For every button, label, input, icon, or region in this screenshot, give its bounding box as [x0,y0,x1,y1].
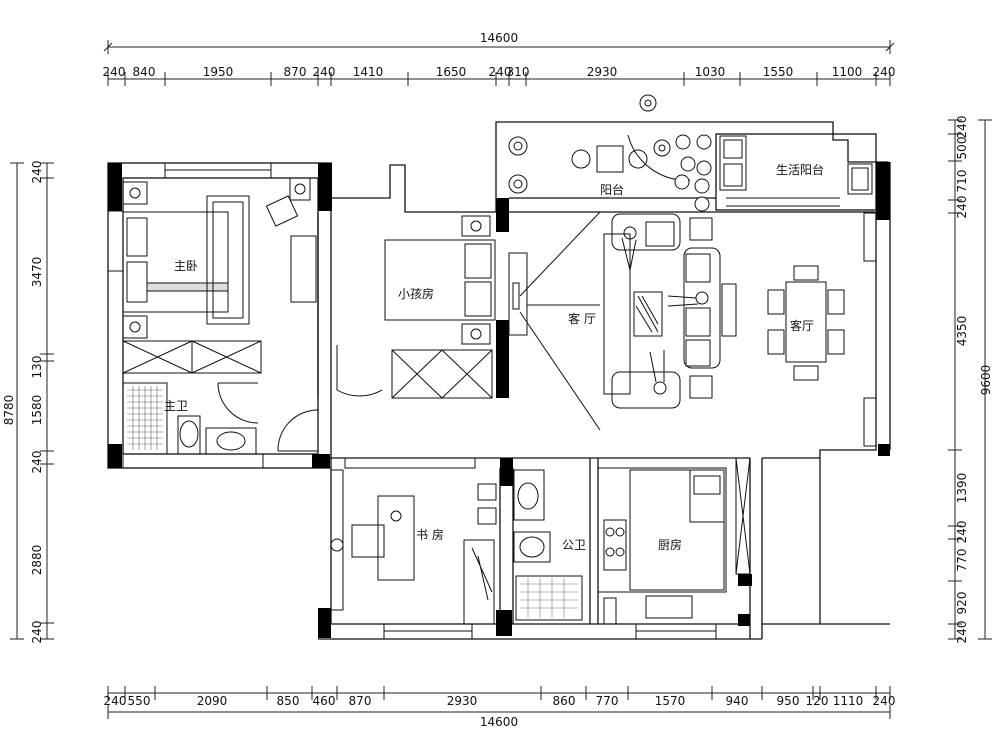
right-dim-label: 770 [955,549,969,572]
top-dimension-labels: 240 840 1950 870 240 1410 1650 240 310 2… [103,65,896,79]
room-label-kitchen: 厨房 [658,537,682,552]
bottom-dim-label: 240 [104,694,127,708]
left-dim-label: 2880 [30,545,44,576]
top-total-label: 14600 [480,31,518,45]
master-desk-chair [265,195,317,303]
bottom-dim-label: 860 [553,694,576,708]
bottom-dim-label: 1570 [655,694,686,708]
right-dim-label: 240 [955,196,969,219]
study-furniture [330,495,495,625]
room-label-master-bedroom: 主卧 [174,259,198,273]
bottom-dim-label: 2930 [447,694,478,708]
room-label-master-bath: 主卫 [164,399,188,413]
bottom-dim-label: 240 [873,694,896,708]
right-dim-label: 240 [955,621,969,644]
top-dim-label: 240 [313,65,336,79]
master-bath-fixtures [122,382,257,455]
bottom-dim-label: 1110 [833,694,864,708]
child-bed [384,215,496,345]
bottom-dim-label: 550 [128,694,151,708]
right-total-label: 9600 [979,365,993,396]
right-dim-label: 710 [955,170,969,193]
room-labels: 主卧 主卫 小孩房 阳台 生活阳台 客 厅 客厅 书 房 公卫 厨房 [164,162,824,552]
right-dim-label: 240 [955,116,969,139]
top-dim-label: 240 [873,65,896,79]
top-dim-label: 240 [103,65,126,79]
top-dim-label: 1550 [763,65,794,79]
child-wardrobe [391,349,493,399]
master-wardrobe [122,340,262,374]
bottom-dimension-labels: 240 550 2090 850 460 870 2930 860 770 15… [104,694,896,708]
top-dim-label: 1410 [353,65,384,79]
room-label-study: 书 房 [416,527,444,542]
public-bath-fixtures [477,469,583,621]
top-dim-label: 1100 [832,65,863,79]
room-label-child-room: 小孩房 [398,286,434,301]
left-dim-label: 240 [30,621,44,644]
kitchen-fixtures [597,457,751,625]
right-dim-label: 500 [955,137,969,160]
bottom-dim-label: 940 [726,694,749,708]
top-dim-label: 2930 [587,65,618,79]
top-dim-label: 240 [489,65,512,79]
right-dim-label: 920 [955,592,969,615]
top-dim-label: 1650 [436,65,467,79]
room-label-living-right: 客厅 [790,318,814,333]
bottom-total-label: 14600 [480,715,518,729]
room-label-living-left: 客 厅 [568,311,596,326]
structural-columns [108,162,890,638]
balcony-table-set [571,145,648,173]
right-dimension-labels: 240 500 710 240 4350 1390 240 770 920 24… [955,116,993,644]
room-label-balcony: 阳台 [600,182,624,197]
utility-fixtures [719,135,873,195]
bottom-dim-label: 120 [806,694,829,708]
left-dim-label: 1580 [30,395,44,426]
room-label-public-bath: 公卫 [562,538,586,552]
top-dim-label: 1030 [695,65,726,79]
left-dim-label: 240 [30,161,44,184]
bottom-dim-label: 850 [277,694,300,708]
bottom-dim-label: 460 [313,694,336,708]
right-dimension-chain [948,119,992,640]
bottom-dim-label: 950 [777,694,800,708]
bottom-total-dimension [107,705,891,719]
master-bed [122,195,250,325]
right-dim-label: 4350 [955,316,969,347]
room-label-utility-balcony: 生活阳台 [776,162,824,177]
left-dim-label: 3470 [30,257,44,288]
right-dim-label: 1390 [955,473,969,504]
sofa-set [603,213,737,409]
tv-cabinet [508,211,601,431]
left-dim-label: 130 [30,356,44,379]
bottom-dim-label: 770 [596,694,619,708]
right-dim-label: 240 [955,521,969,544]
dining-set [767,265,845,381]
figures-seated [621,226,709,395]
top-dim-label: 310 [507,65,530,79]
balcony-plants [508,94,712,212]
master-nightstands [122,177,311,339]
top-dim-label: 840 [133,65,156,79]
windows [107,162,877,640]
bottom-dim-label: 870 [349,694,372,708]
left-dimension-chain [10,162,54,640]
top-dim-label: 1950 [203,65,234,79]
top-dimension-chain [107,72,891,86]
bottom-dim-label: 2090 [197,694,228,708]
left-total-label: 8780 [2,395,16,426]
top-dim-label: 870 [284,65,307,79]
left-dim-label: 240 [30,451,44,474]
top-total-dimension [103,40,895,54]
left-dimension-labels: 240 3470 130 1580 240 2880 240 8780 [2,161,44,644]
bottom-dimension-chain [107,686,891,700]
